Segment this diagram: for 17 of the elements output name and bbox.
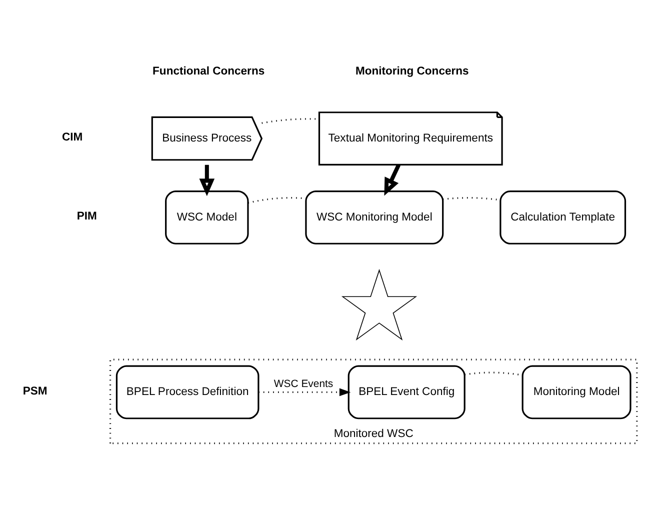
label: CIM xyxy=(62,131,83,144)
label: Monitoring Concerns xyxy=(355,65,469,78)
arrow xyxy=(258,388,351,396)
node-box: Monitoring Model xyxy=(522,364,632,419)
node-box: WSC Model xyxy=(165,190,249,244)
arrow xyxy=(384,164,400,196)
label: PSM xyxy=(22,384,48,397)
arrow xyxy=(199,164,215,196)
node-box: BPEL Event Config xyxy=(348,364,466,419)
edge-label: WSC Events xyxy=(274,378,334,390)
label: Functional Concerns xyxy=(152,65,265,78)
node-box: Calculation Template xyxy=(500,190,626,244)
connector xyxy=(248,196,306,204)
label: PIM xyxy=(76,210,97,222)
node-box: BPEL Process Definition xyxy=(116,364,260,419)
node-cross xyxy=(341,268,418,340)
node-box: WSC Monitoring Model xyxy=(305,190,444,244)
